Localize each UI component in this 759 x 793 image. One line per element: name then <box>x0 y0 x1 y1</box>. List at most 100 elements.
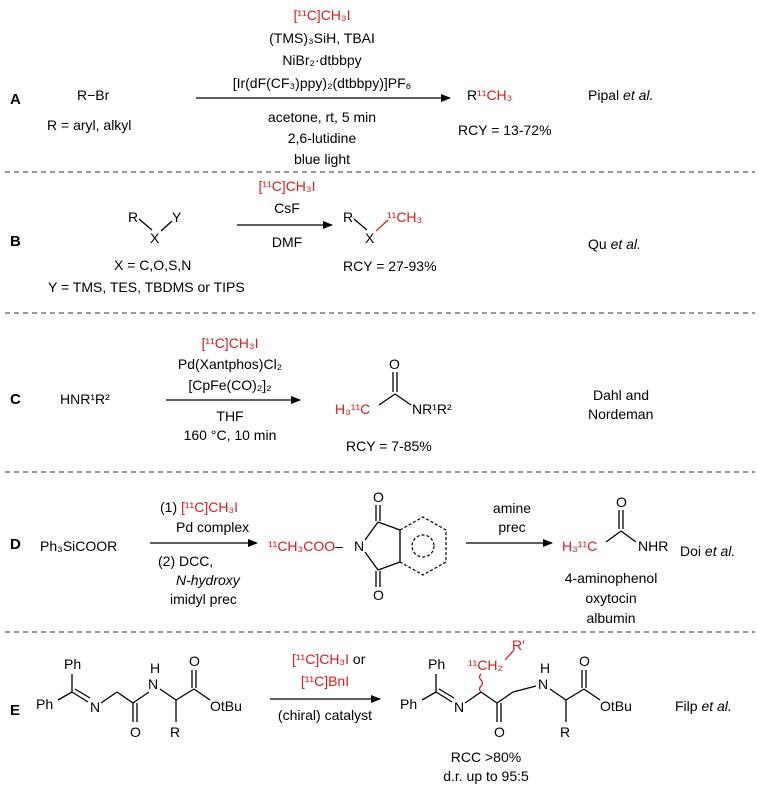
yield-c: RCY = 7-85% <box>346 438 432 454</box>
panel-e: E Ph Ph N O H N R O OtBu [¹¹C]CH₃I or [¹… <box>10 637 732 784</box>
bond-d-2 <box>364 551 379 571</box>
yield-e-2: d.r. up to 95:5 <box>443 768 529 784</box>
reagent-red-c: [¹¹C]CH₃I <box>201 335 258 351</box>
benzene-ring <box>399 516 447 576</box>
product-b-x: X <box>365 230 375 246</box>
bond-ep-7b <box>512 685 537 693</box>
product-d-o: O <box>616 494 627 510</box>
product-c-rest: NR¹R² <box>412 401 452 417</box>
product-c-o: O <box>389 356 400 372</box>
bond-b-4 <box>375 219 389 232</box>
intermediate-d-n: N <box>354 538 364 554</box>
reactant-c: HNR¹R² <box>60 391 110 407</box>
reactant-note-b-1: X = C,O,S,N <box>114 257 191 273</box>
product-e-otbu: OtBu <box>600 698 632 714</box>
product-d-ex-3: albumin <box>586 610 635 626</box>
panel-label-a: A <box>10 91 21 108</box>
condition-a-2: 2,6-lutidine <box>288 130 357 146</box>
bond-ep-7 <box>496 691 514 704</box>
intermediate-d-o-bottom: O <box>373 587 384 603</box>
condition-a-1: acetone, rt, 5 min <box>268 109 376 125</box>
reagent-a-1: (TMS)₃SiH, TBAI <box>269 30 375 46</box>
bond-ep-12 <box>583 688 601 701</box>
reactant-b-r: R <box>128 209 138 225</box>
reactant-e-r: R <box>170 724 180 740</box>
product-e-ch2: ¹¹CH₂ <box>468 657 503 673</box>
product-e-h: H <box>540 660 550 676</box>
panel-label-d: D <box>10 536 21 553</box>
reactant-note-a: R = aryl, alkyl <box>47 117 131 133</box>
bond-e-4 <box>100 691 118 704</box>
reactant-a: R−Br <box>77 87 110 103</box>
product-d-rest: NHR <box>638 538 668 554</box>
panel-label-b: B <box>10 233 21 250</box>
bond-e-5 <box>116 691 134 704</box>
product-b-methyl: ¹¹CH₃ <box>387 209 422 225</box>
reactant-e-n: N <box>90 699 100 715</box>
yield-a: RCY = 13-72% <box>458 122 552 138</box>
product-e-r: R <box>560 724 570 740</box>
bond-e-7 <box>132 691 150 704</box>
reagent2-d-2: prec <box>498 519 525 535</box>
reagent-c-2: [CpFe(CO)₂]₂ <box>188 377 271 393</box>
step2-d-2: N-hydroxy <box>176 572 241 588</box>
bond-e-2 <box>57 691 73 701</box>
bond-e-3 <box>71 691 89 703</box>
bond-ep-3 <box>435 691 453 703</box>
bond-e-8 <box>159 688 177 701</box>
bond-c-1 <box>378 393 396 406</box>
reactant-e-ph1: Ph <box>64 656 81 672</box>
panel-d: D Ph₃SiCOOR (1) [¹¹C]CH₃I Pd complex (2)… <box>10 489 735 626</box>
panel-c: C HNR¹R² [¹¹C]CH₃I Pd(Xantphos)Cl₂ [CpFe… <box>10 335 653 454</box>
bond-ep-r <box>504 649 515 661</box>
bond-d-4 <box>377 561 401 571</box>
reactant-b-y: Y <box>172 209 182 225</box>
bond-d-p2 <box>620 530 637 543</box>
bond-b-2 <box>160 220 173 232</box>
author-b: Qu et al. <box>588 236 641 252</box>
bond-ep-10 <box>565 688 585 701</box>
panel-label-e: E <box>10 702 20 719</box>
product-d-ex-2: oxytocin <box>585 590 636 606</box>
reagent-e-1: [¹¹C]CH₃I or <box>292 651 366 667</box>
reactant-e-o2: O <box>189 653 200 669</box>
author-a: Pipal et al. <box>588 87 653 103</box>
product-e-nh: N <box>538 676 548 692</box>
yield-b: RCY = 27-93% <box>343 258 437 274</box>
panel-b: B R X Y X = C,O,S,N Y = TMS, TES, TBDMS … <box>10 178 641 295</box>
bond-ep-2 <box>421 691 437 701</box>
panel-a: A R−Br R = aryl, alkyl [¹¹C]CH₃I (TMS)₃S… <box>10 7 653 167</box>
reagent-b-1: CsF <box>274 200 300 216</box>
reactant-e-ph2: Ph <box>36 696 53 712</box>
reagent-red-b: [¹¹C]CH₃I <box>258 178 315 194</box>
author-c-2: Nordeman <box>588 406 653 422</box>
reactant-note-b-2: Y = TMS, TES, TBDMS or TIPS <box>48 279 245 295</box>
reagent-e-2: [¹¹C]BnI <box>301 673 349 689</box>
bond-ep-8 <box>549 688 567 701</box>
author-e: Filp et al. <box>675 698 732 714</box>
step2-d-1: (2) DCC, <box>158 553 213 569</box>
product-e-rprime: R′ <box>512 637 525 653</box>
intermediate-d: ¹¹CH₃COO–O <box>268 538 354 554</box>
product-d-methyl: H₃¹¹C <box>562 538 597 554</box>
bond-d-3 <box>377 521 401 531</box>
condition-e-1: (chiral) catalyst <box>278 707 372 723</box>
bond-d-1 <box>364 521 379 541</box>
reagent-a-3: [Ir(dF(CF₃)ppy)₂(dtbbpy)]PF₆ <box>233 75 412 91</box>
bond-ep-4 <box>464 691 482 704</box>
product-b-r: R <box>343 209 353 225</box>
bond-e-10 <box>175 688 195 701</box>
condition-c-2: 160 °C, 10 min <box>184 427 277 443</box>
condition-b-1: DMF <box>272 234 302 250</box>
bond-e-12 <box>193 688 211 701</box>
author-c-1: Dahl and <box>593 387 649 403</box>
reactant-e-h: H <box>150 660 160 676</box>
benzene-aromatic <box>411 534 435 558</box>
step1-d: (1) [¹¹C]CH₃I <box>160 499 238 515</box>
author-d: Doi et al. <box>680 543 735 559</box>
step1-d-2: Pd complex <box>176 519 249 535</box>
reagent-a-2: NiBr₂·dtbbpy <box>282 52 361 68</box>
bond-ep-5 <box>480 691 498 704</box>
condition-a-3: blue light <box>294 151 350 167</box>
